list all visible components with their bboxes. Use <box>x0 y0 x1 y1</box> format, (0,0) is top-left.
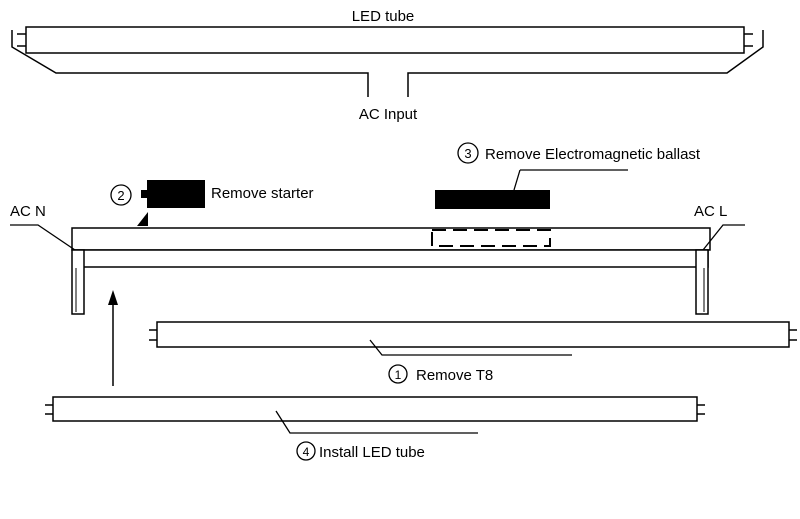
step1-number-circle <box>388 364 408 384</box>
lamp-holder-right <box>695 249 709 315</box>
step3-number-circle <box>457 142 479 164</box>
step2-number: 2 <box>117 188 124 203</box>
step4-leader-line <box>275 410 478 434</box>
step1-number: 1 <box>395 368 402 382</box>
fixture-lamp-channel <box>73 249 709 268</box>
step1-remove-t8: 1 Remove T8 <box>149 321 797 384</box>
step4-install-led-tube: 4 Install LED tube <box>45 396 705 461</box>
ac-input-wire-left <box>11 30 369 97</box>
ballast-removed-outline <box>431 229 551 247</box>
ac-l-label: AC L <box>694 203 727 220</box>
step4-number-circle <box>296 441 316 461</box>
step4-label: Install LED tube <box>319 444 425 461</box>
lamp-holder-left <box>71 249 85 315</box>
step2-remove-starter: 2 Remove starter C <box>110 180 314 247</box>
step4-number: 4 <box>303 445 310 459</box>
removed-ballast-block <box>435 190 550 209</box>
step3-leader-tick <box>513 169 521 191</box>
fixture: AC N AC L <box>10 203 745 315</box>
removed-starter-block <box>147 180 205 208</box>
step1-leader-line <box>369 339 572 356</box>
t8-tube <box>156 321 790 348</box>
step1-label: Remove T8 <box>416 367 493 384</box>
ac-n-label: AC N <box>10 203 46 220</box>
install-arrow <box>108 290 118 386</box>
starter-nub <box>141 190 148 198</box>
step2-number-circle <box>110 184 132 206</box>
step2-label: Remove starter <box>211 185 314 202</box>
step3-remove-ballast: 3 Remove Electromagnetic ballast <box>435 142 701 209</box>
new-led-tube <box>52 396 698 422</box>
led-tube-top-label: LED tube <box>352 8 415 25</box>
step3-label: Remove Electromagnetic ballast <box>485 146 701 163</box>
fixture-housing <box>71 227 711 251</box>
install-arrow-head <box>108 290 118 305</box>
ac-l-wire <box>702 224 745 251</box>
starter-arrow-head <box>137 212 148 226</box>
ac-input-wire-right <box>407 30 764 97</box>
top-led-tube-assembly: LED tube AC Input <box>11 8 764 123</box>
step3-number: 3 <box>464 146 471 161</box>
top-led-tube <box>25 26 745 54</box>
ac-input-label: AC Input <box>359 106 418 123</box>
ac-n-wire <box>10 224 76 251</box>
